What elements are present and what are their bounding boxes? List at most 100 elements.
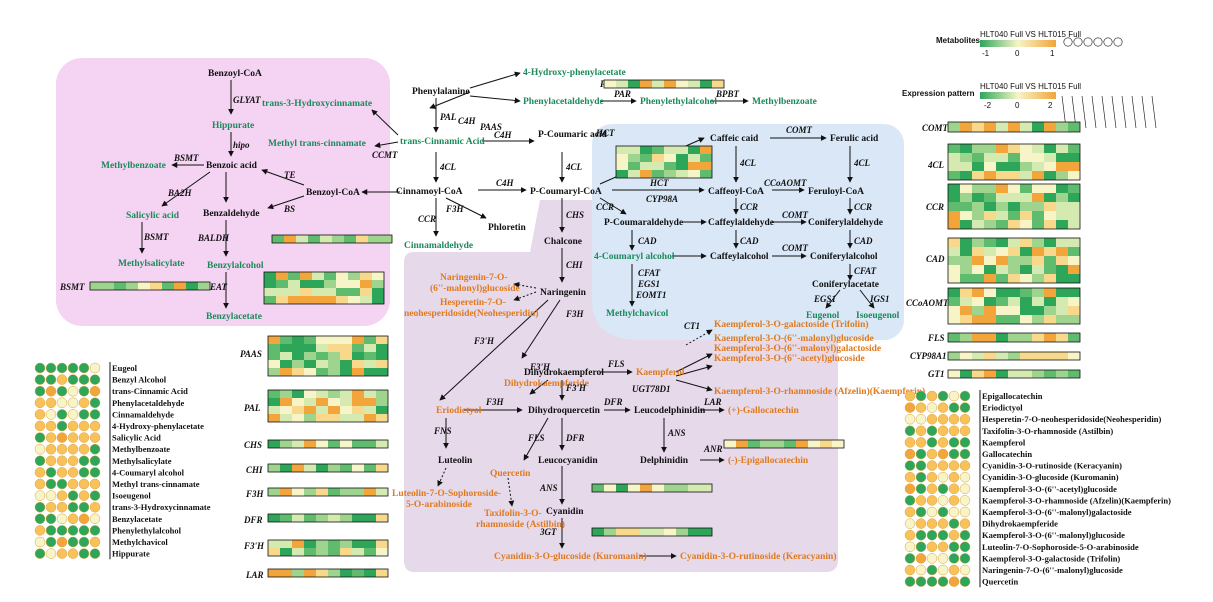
left-metabolite-label-8: Methylsalicylate [112,456,172,466]
heatmap-3gt [591,527,713,537]
node-coniferylalcohol: Coniferylalcohol [810,252,878,262]
enzyme-4cl-c: 4CL [739,158,757,168]
enzyme-dfr-b: DFR [565,433,585,443]
gene-label-paas: PAAS [240,349,262,359]
gene-label-ccr: CCR [926,202,944,212]
gene-label-cad: CAD [926,254,945,264]
enzyme-4cl-d: 4CL [853,158,871,168]
enzyme-hct-b: HCT [649,178,669,188]
right-metabolite-label-5: Gallocatechin [982,449,1032,459]
pathway-nodes: Benzoyl-CoA Hippurate Benzoic acid Methy… [101,68,925,562]
enzyme-comt-c: COMT [782,243,809,253]
legend-expression: Expression pattern HLT040 Full VS HLT015… [902,82,1157,129]
enzyme-f3h-c: F3H [485,397,505,407]
node-phenylacetaldehyde: Phenylacetaldehyde [523,97,604,107]
left-metabolite-label-4: Cinnamaldehyde [112,409,174,419]
heatmap-f3h [267,487,389,497]
enzyme-c4h-b: C4H [494,130,513,140]
node-dihydroquercetin: Dihydroquercetin [528,406,601,416]
heatmap-pal [267,389,389,423]
node-methylsalicylate: Methylsalicylate [118,259,184,269]
enzyme-cad-a: CAD [638,236,657,246]
node-leucocyanidin: Leucocyanidin [538,456,598,466]
gene-label-pal: PAL [244,403,261,413]
node-kaempferol: Kaempferol [636,368,685,378]
node-hesperetin: Hesperetin-7-O- [440,298,506,308]
node-methylbenzoate-top: Methylbenzoate [752,97,817,107]
node-kaempferol-malonylgalactoside: Kaempferol-3-O-(6''-malonyl)galactoside [714,343,881,354]
right-metabolite-label-1: Eriodictyol [982,403,1023,413]
node-cinnamoyl-coa: Cinnamoyl-CoA [396,187,463,197]
node-naringenin-7-o: Naringenin-7-O- [440,273,508,283]
legend-metabolites-tick-low: -1 [982,49,990,58]
gene-label-chs: CHS [244,440,262,450]
enzyme-egs1-b: EGS1 [813,294,836,304]
right-metabolite-label-0: Epigallocatechin [982,391,1043,401]
node-hippurate: Hippurate [212,121,254,131]
right-metabolite-label-4: Kaempferol [982,437,1026,447]
node-methylchavicol: Methylchavicol [606,309,669,319]
heatmap-ccoaomt [947,287,1081,325]
enzyme-cfat-a: CFAT [638,268,661,278]
heatmap-beat [263,271,385,305]
enzyme-ccoaomt: CCoAOMT [764,178,807,188]
node-cyanidin: Cyanidin [546,507,584,517]
gene-label-fls: FLS [927,333,945,343]
node-caffeoyl-coa: Caffeoyl-CoA [708,187,764,197]
node-benzaldehyde: Benzaldehyde [203,209,259,219]
pathway-enzymes: GLYAT hipo BSMT BA2H TE BS BSMT BALDH BE… [143,79,890,537]
enzyme-f3h-b: F3H [565,309,585,319]
enzyme-ccr-c: CCR [854,202,872,212]
right-metabolite-label-3: Taxifolin-3-O-rhamnoside (Astilbin) [982,426,1113,436]
heatmap-gt1 [947,369,1081,379]
enzyme-hct-a: HCT [595,128,615,138]
enzyme-fls-a: FLS [607,359,625,369]
right-metabolite-label-11: Dihydrokaempferide [982,519,1058,529]
left-metabolite-label-16: Hippurate [112,549,150,559]
legend-metabolites: Metabolites HLT040 Full VS HLT015 Full -… [936,30,1123,58]
enzyme-ct1: CT1 [684,321,700,331]
node-luteolin-7-o: Luteolin-7-O-Sophoroside- [392,489,501,499]
node-4-hydroxy-phenylacetate: 4-Hydroxy-phenylacetate [523,68,626,78]
enzyme-comt-a: COMT [786,125,813,135]
heatmap-chs [267,439,389,449]
node-cyanidin-rutinoside: Cyanidin-3-O-rutinoside (Keracyanin) [680,551,837,562]
node-coniferylacetate: Coniferylacetate [812,280,879,290]
heatmap-cyp98a1 [947,351,1081,361]
node-phloretin: Phloretin [488,223,527,233]
enzyme-chi: CHI [566,260,583,270]
enzyme-ba2h: BA2H [167,188,193,198]
enzyme-bsmt2: BSMT [143,232,169,242]
enzyme-bpbt: BPBT [715,89,740,99]
legend-expression-tick-high: 2 [1048,101,1053,110]
node-gallocatechin: (+)-Gallocatechin [728,405,800,416]
node-p-coumaryl-coa: P-Coumaryl-CoA [530,187,602,197]
legend-metabolites-tick-mid: 0 [1015,49,1020,58]
left-metabolite-label-10: Methyl trans-cinnamate [112,479,200,489]
gene-label-dfr: DFR [243,515,263,525]
left-metabolite-label-6: Salicylic Acid [112,433,161,443]
right-metabolite-label-6: Cyanidin-3-O-rutinoside (Keracyanin) [982,461,1122,471]
enzyme-ccr-d: CCR [596,202,614,212]
node-phenylalanine: Phenylalanine [412,87,470,97]
gene-label-lar: LAR [245,570,264,580]
enzyme-fls-b: FLS [527,433,545,443]
node-naringenin-7-o-b: (6''-malonyl)glucoside [430,283,520,294]
heatmap-f3prime-h [267,539,389,557]
node-coniferylaldehyde: Coniferylaldehyde [808,218,883,228]
left-metabolite-label-3: Phenylacetaldehyde [112,398,184,408]
heatmap-cad [947,237,1081,284]
node-caffeylaldehyde: Caffeylaldehyde [708,218,774,228]
node-luteolin: Luteolin [438,456,473,466]
gene-label-bsmt: BSMT [59,282,85,292]
pathway-arrows [139,71,875,559]
node-methylbenzoate-left: Methylbenzoate [101,161,166,171]
legend-expression-tick-mid: 0 [1015,101,1020,110]
node-phenylethylalcohol: Phenylethylalcohol [640,97,717,107]
enzyme-paas: PAAS [480,122,502,132]
enzyme-f3prime-h-a: F3'H [473,336,495,346]
enzyme-ccr-b: CCR [740,202,758,212]
enzyme-pal: PAL [440,112,457,122]
right-metabolite-label-10: Kaempferol-3-O-(6''-malonyl)galactoside [982,507,1132,517]
